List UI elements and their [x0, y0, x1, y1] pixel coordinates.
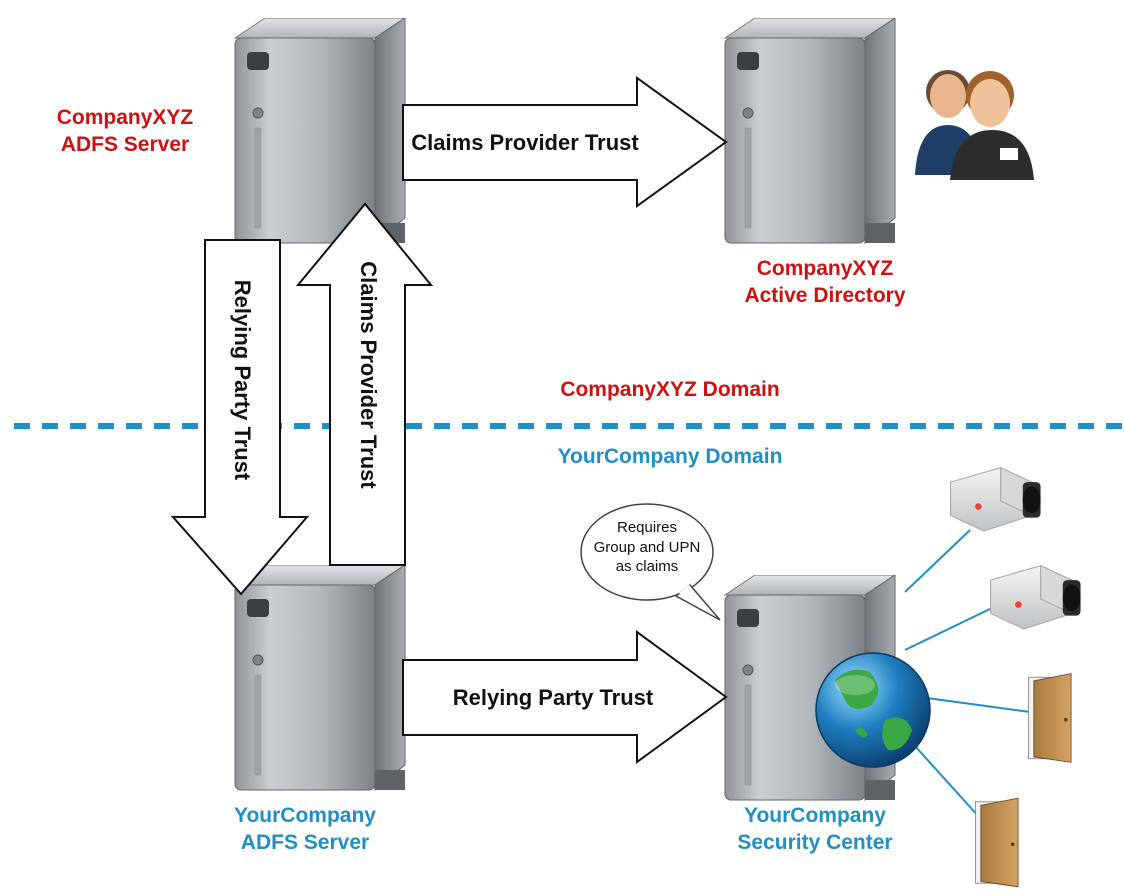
label-line: Active Directory	[744, 284, 906, 308]
device-connectors	[904, 529, 1031, 819]
arrow-relying-party-bottom: Relying Party Trust	[402, 630, 728, 764]
server-icon	[234, 565, 406, 791]
label-line: CompanyXYZ	[756, 257, 894, 280]
label-companyxyz-ad: CompanyXYZ Active Directory	[715, 255, 935, 310]
camera-icon	[989, 565, 1082, 630]
door-icon	[975, 797, 1019, 888]
bubble-line: as claims	[615, 558, 679, 575]
speech-bubble	[580, 503, 721, 621]
label-line: YourCompany	[234, 804, 376, 827]
label-line: ADFS Server	[60, 133, 190, 157]
arrow-label: Relying Party Trust	[453, 685, 654, 710]
speech-bubble-text: Requires Group and UPN as claims	[583, 518, 711, 577]
label-line: YourCompany	[744, 804, 886, 827]
arrow-relying-party-down: Relying Party Trust	[170, 239, 310, 596]
domain-label-upper: CompanyXYZ Domain	[560, 378, 780, 401]
globe-icon	[815, 652, 931, 768]
label-line: CompanyXYZ	[56, 106, 194, 129]
domain-label-lower: YourCompany Domain	[557, 445, 783, 468]
arrow-claims-provider-up: Claims Provider Trust	[295, 202, 434, 566]
users-icon	[915, 70, 1034, 180]
arrow-label: Claims Provider Trust	[411, 130, 639, 155]
label-line: Security Center	[737, 831, 893, 855]
server-icon	[234, 18, 406, 244]
arrow-claims-provider-top: Claims Provider Trust	[402, 76, 728, 208]
door-icon	[1028, 673, 1072, 763]
camera-icon	[949, 467, 1042, 532]
server-icon	[724, 18, 896, 244]
label-yourcompany-adfs: YourCompany ADFS Server	[200, 802, 410, 857]
bubble-line: Group and UPN	[593, 538, 701, 556]
bubble-line: Requires	[616, 519, 678, 536]
label-companyxyz-adfs: CompanyXYZ ADFS Server	[30, 104, 220, 159]
arrow-label: Relying Party Trust	[230, 280, 255, 481]
arrow-label: Claims Provider Trust	[356, 261, 381, 489]
label-line: ADFS Server	[240, 831, 370, 855]
label-yourcompany-security-center: YourCompany Security Center	[705, 802, 925, 857]
